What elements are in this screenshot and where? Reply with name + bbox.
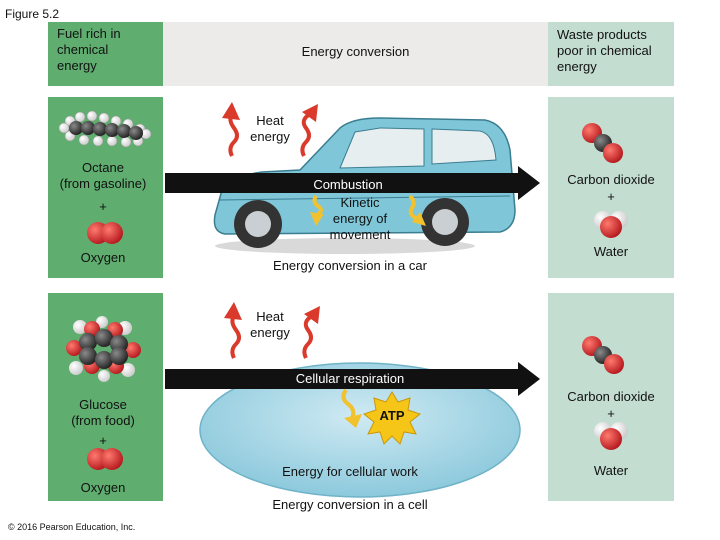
- cell-heat-label: Heat energy: [250, 309, 290, 340]
- water-molecule-car: [594, 211, 628, 238]
- cell-co2-label: Carbon dioxide: [567, 389, 655, 404]
- car-co2-label: Carbon dioxide: [567, 172, 655, 187]
- conversion-arrow-cell: [165, 369, 520, 389]
- car-plus-right: +: [607, 189, 615, 204]
- header-fuel-label: Fuel rich in chemical energy: [57, 26, 121, 73]
- heat-arrow-car-right: [300, 104, 318, 157]
- oxygen-molecule-car: [87, 222, 123, 244]
- cell-illustration: [199, 362, 521, 498]
- atp-burst: [362, 391, 422, 445]
- cell-plus-right: +: [607, 406, 615, 421]
- octane-molecule: [58, 110, 152, 148]
- header-conversion-label: Energy conversion: [301, 44, 410, 59]
- water-molecule-cell: [594, 422, 628, 450]
- conversion-arrow-cell-head: [518, 362, 540, 396]
- glucose-molecule: [66, 316, 141, 382]
- cell-plus-left: +: [99, 433, 107, 448]
- car-fuel-label: Octane (from gasoline): [59, 160, 147, 191]
- heat-arrow-cell-right: [302, 306, 320, 359]
- car-kinetic-label: Kinetic energy of movement: [329, 195, 391, 242]
- cell-water-label: Water: [593, 463, 629, 478]
- car-process-label: Combustion: [313, 177, 383, 192]
- heat-arrow-car-left: [222, 102, 240, 157]
- header-waste-label: Waste products poor in chemical energy: [557, 27, 652, 74]
- cell-process-label: Cellular respiration: [295, 371, 405, 386]
- header-conversion-band: Energy conversion: [163, 22, 548, 86]
- car-waste-column: [548, 97, 674, 278]
- car-oxygen-label: Oxygen: [80, 250, 126, 265]
- car-caption: Energy conversion in a car: [273, 258, 427, 273]
- heat-arrow-cell-left: [224, 302, 242, 359]
- copyright-notice: © 2016 Pearson Education, Inc.: [8, 522, 136, 532]
- kinetic-arrow-right: [408, 194, 426, 226]
- carbon-dioxide-molecule-cell: [582, 336, 624, 374]
- figure-label: Figure 5.2: [5, 7, 60, 21]
- car-heat-label: Heat energy: [250, 113, 290, 144]
- cell-work-label: Energy for cellular work: [282, 464, 418, 479]
- cell-caption: Energy conversion in a cell: [272, 497, 428, 512]
- conversion-arrow-car: [165, 173, 520, 193]
- cell-waste-column: [548, 293, 674, 501]
- oxygen-molecule-cell: [87, 448, 123, 470]
- cell-atp-label: ATP: [379, 408, 405, 423]
- header-waste-column: Waste products poor in chemical energy: [548, 22, 674, 86]
- conversion-arrow-car-head: [518, 166, 540, 200]
- cell-fuel-label: Glucose (from food): [71, 397, 135, 428]
- car-plus-left: +: [99, 199, 107, 214]
- kinetic-arrow-left: [310, 194, 324, 226]
- cell-oxygen-label: Oxygen: [80, 480, 126, 495]
- car-water-label: Water: [593, 244, 629, 259]
- carbon-dioxide-molecule-car: [582, 123, 623, 163]
- header-fuel-column: Fuel rich in chemical energy: [48, 22, 163, 86]
- atp-wavy-arrow: [341, 388, 362, 428]
